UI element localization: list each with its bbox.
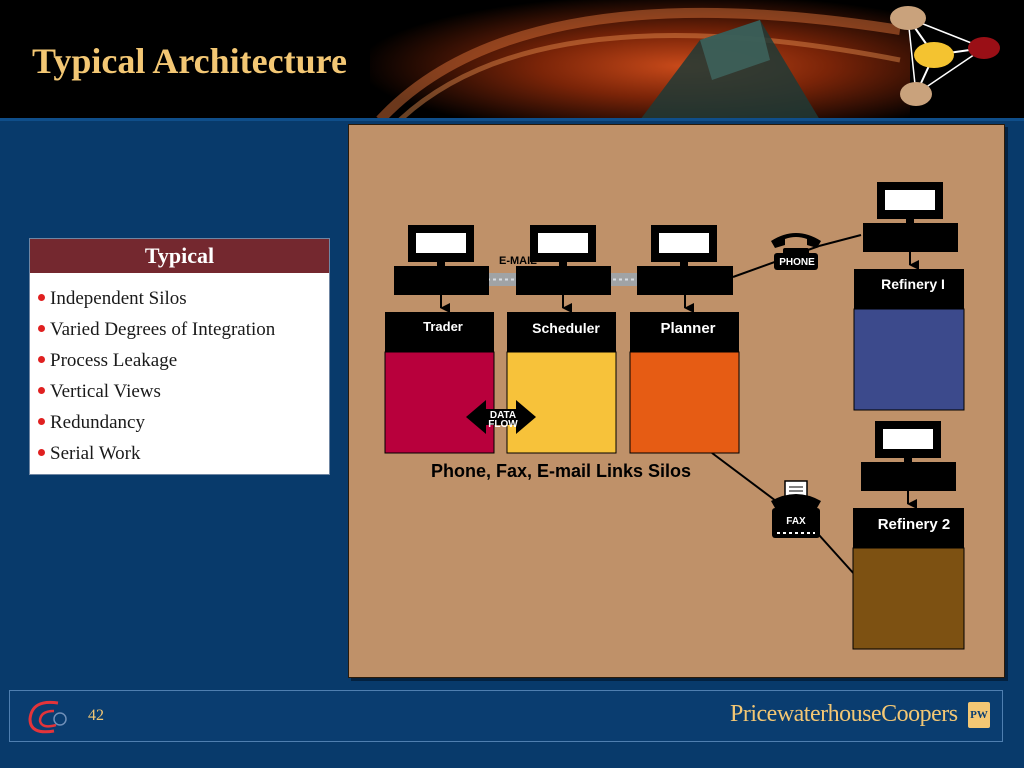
bullet-item: Redundancy — [38, 407, 329, 438]
page-title: Typical Architecture — [32, 41, 347, 81]
bullet-dot-icon — [38, 449, 45, 457]
network-logo — [890, 6, 1000, 106]
bullet-dot-icon — [38, 418, 45, 426]
bullet-item: Independent Silos — [38, 283, 329, 314]
page-number: 42 — [88, 707, 104, 724]
computer-unit — [516, 266, 611, 295]
bullet-dot-icon — [38, 387, 45, 395]
silo-label: Planner — [660, 320, 715, 337]
bullet-item: Process Leakage — [38, 345, 329, 376]
bullet-item: Serial Work — [38, 438, 329, 469]
workstation-scheduler — [516, 225, 611, 313]
workstation-refinery-1 — [863, 182, 958, 270]
bullet-item: Vertical Views — [38, 376, 329, 407]
header-decoration — [370, 0, 1000, 120]
phone-line-right — [818, 234, 862, 247]
diagram-canvas: E-MAIL — [384, 182, 965, 650]
silo-planner: Planner — [629, 312, 740, 454]
architecture-diagram: E-MAIL — [348, 124, 1005, 678]
refinery-label: Refinery 2 — [878, 516, 951, 533]
typical-bullet-list: Independent Silos Varied Degrees of Inte… — [30, 273, 329, 469]
company-mark-icon — [28, 700, 67, 734]
computer-unit — [861, 462, 956, 491]
data-flow-label: FLOW — [488, 419, 518, 430]
phone-icon: PHONE — [771, 233, 821, 270]
refinery-label: Refinery I — [881, 276, 945, 292]
silo-trader: Trader — [384, 312, 495, 454]
workstation-trader — [394, 225, 489, 313]
silo-refinery-1: Refinery I — [853, 269, 965, 411]
computer-unit — [637, 266, 733, 295]
silo-label: Scheduler — [532, 320, 600, 336]
brand-badge: PW — [968, 702, 990, 728]
diagram-caption: Phone, Fax, E-mail Links Silos — [431, 461, 691, 481]
fax-label: FAX — [786, 516, 806, 527]
footer-bar: 42 PricewaterhouseCoopers PW — [9, 690, 1003, 742]
email-label: E-MAIL — [499, 255, 537, 267]
fax-line-left — [711, 452, 777, 502]
fax-icon: FAX — [771, 480, 821, 538]
bullet-dot-icon — [38, 294, 45, 302]
bullet-item: Varied Degrees of Integration — [38, 314, 329, 345]
data-flow-arrow: DATA FLOW — [466, 400, 536, 434]
brand-wordmark: PricewaterhouseCoopers — [730, 701, 958, 727]
typical-heading: Typical — [30, 239, 329, 273]
computer-unit — [863, 223, 958, 252]
header-divider — [0, 118, 1024, 121]
workstation-planner — [637, 225, 733, 313]
bullet-dot-icon — [38, 356, 45, 364]
silo-refinery-2: Refinery 2 — [852, 508, 965, 650]
header-banner: Typical Architecture — [0, 0, 1024, 120]
fax-line-right — [818, 534, 856, 576]
computer-unit — [394, 266, 489, 295]
phone-label: PHONE — [779, 257, 815, 268]
typical-panel: Typical Independent Silos Varied Degrees… — [29, 238, 330, 475]
workstation-refinery-2 — [861, 421, 956, 509]
silo-label: Trader — [423, 319, 463, 334]
silo-scheduler: Scheduler — [506, 312, 617, 454]
data-flow-label: DATA — [490, 410, 516, 421]
bullet-dot-icon — [38, 325, 45, 333]
